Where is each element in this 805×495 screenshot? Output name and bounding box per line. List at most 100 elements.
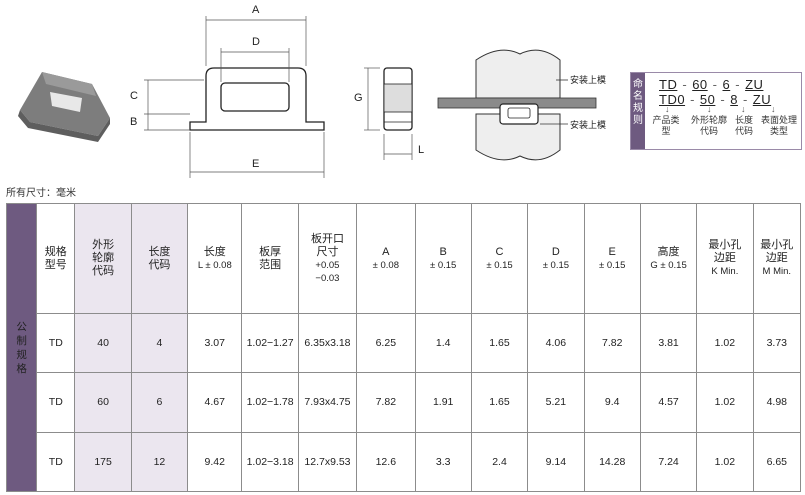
cell-e: 14.28	[583, 431, 641, 493]
dimension-l-label: L	[418, 144, 425, 156]
dimension-b-label: B	[130, 116, 138, 128]
cell-a: 12.6	[356, 431, 416, 493]
product-3d-render	[18, 72, 110, 142]
header-thickness-range: 板厚范围	[241, 203, 299, 314]
header-a: A± 0.08	[356, 203, 416, 314]
cell-b: 1.4	[414, 312, 472, 374]
cell-a: 7.82	[356, 372, 416, 433]
cell-c: 1.65	[470, 312, 529, 374]
header-e: E± 0.15	[583, 203, 641, 314]
lower-mold-label: 安装上模	[570, 120, 607, 130]
mold-section-view	[437, 49, 597, 161]
cell-c: 1.65	[470, 372, 529, 433]
code-product-type: TD0	[659, 92, 686, 107]
arrow-down-icon: ↓	[665, 104, 670, 114]
header-model: 规格型号	[36, 203, 76, 314]
cell-panel-opening: 12.7x9.53	[297, 431, 358, 493]
arrow-down-icon: ↓	[771, 104, 776, 114]
header-b: B± 0.15	[414, 203, 472, 314]
cell-length: 3.07	[187, 312, 243, 374]
dimension-c-label: C	[130, 90, 138, 102]
cell-profile-code: 60	[74, 372, 132, 433]
cell-model: TD	[36, 312, 76, 374]
cell-height-g: 7.24	[639, 431, 698, 493]
cell-e: 7.82	[583, 312, 641, 374]
arrow-down-icon: ↓	[741, 104, 746, 114]
cell-a: 6.25	[356, 312, 416, 374]
cell-e: 9.4	[583, 372, 641, 433]
side-label: 公制规格	[5, 203, 38, 492]
dimension-g-label: G	[354, 92, 363, 104]
naming-rule-tab: 命名规则	[631, 73, 645, 149]
code-profile: 50	[699, 92, 716, 107]
cell-length-code: 6	[130, 372, 189, 433]
cell-height-g: 3.81	[639, 312, 698, 374]
cell-min-edge-k: 1.02	[696, 431, 754, 493]
side-view-dimensions	[364, 67, 413, 160]
dimension-d-label: D	[252, 36, 260, 48]
cell-model: TD	[36, 372, 76, 433]
cell-b: 1.91	[414, 372, 472, 433]
upper-mold-label: 安装上模	[570, 75, 607, 85]
dimension-a-label: A	[252, 4, 260, 16]
cell-thickness-range: 1.02−1.27	[241, 312, 299, 374]
cell-min-edge-m: 4.98	[752, 372, 802, 433]
side-view	[383, 67, 413, 131]
table-row: TD 40 4 3.07 1.02−1.27 6.35x3.18 6.25 1.…	[7, 312, 802, 374]
units-note: 所有尺寸：毫米	[6, 188, 76, 199]
cell-min-edge-m: 6.65	[752, 431, 802, 493]
cell-d: 9.14	[527, 431, 585, 493]
cell-b: 3.3	[414, 431, 472, 493]
cell-c: 2.4	[470, 431, 529, 493]
cell-length: 9.42	[187, 431, 243, 493]
naming-rule-box: 命名规则 TD-60-6-ZU TD0-50-8-ZU ↓ ↓ ↓ ↓ 产品类型…	[630, 72, 802, 150]
cell-profile-code: 175	[74, 431, 132, 493]
naming-example-row-1: TD-60-6-ZU	[659, 77, 764, 92]
cell-height-g: 4.57	[639, 372, 698, 433]
cell-min-edge-m: 3.73	[752, 312, 802, 374]
cell-min-edge-k: 1.02	[696, 372, 754, 433]
header-c: C± 0.15	[470, 203, 529, 314]
technical-drawing-area: A D C B E G L 安装上模 安装上模	[0, 0, 805, 200]
arrow-down-icon: ↓	[707, 104, 712, 114]
header-length-code: 长度代码	[130, 203, 189, 314]
code-finish: ZU	[752, 92, 772, 107]
header-d: D± 0.15	[527, 203, 585, 314]
cell-thickness-range: 1.02−1.78	[241, 372, 299, 433]
cell-panel-opening: 7.93x4.75	[297, 372, 358, 433]
cell-profile-code: 40	[74, 312, 132, 374]
cell-panel-opening: 6.35x3.18	[297, 312, 358, 374]
naming-example-row-2: TD0-50-8-ZU	[659, 92, 772, 107]
cell-d: 4.06	[527, 312, 585, 374]
cell-thickness-range: 1.02−3.18	[241, 431, 299, 493]
legend-profile-code: 外形轮廓代码	[691, 115, 728, 136]
front-view-dimensions	[144, 16, 325, 178]
legend-product-type: 产品类型	[652, 115, 680, 136]
dimension-e-label: E	[252, 158, 260, 170]
technical-drawing	[18, 16, 597, 178]
table-row: TD 60 6 4.67 1.02−1.78 7.93x4.75 7.82 1.…	[7, 372, 802, 433]
code-length: 6	[722, 77, 731, 92]
front-view	[189, 67, 325, 131]
cell-min-edge-k: 1.02	[696, 312, 754, 374]
cell-model: TD	[36, 431, 76, 493]
header-profile-code: 外形轮廓代码	[74, 203, 132, 314]
cell-d: 5.21	[527, 372, 585, 433]
table-row: TD 175 12 9.42 1.02−3.18 12.7x9.53 12.6 …	[7, 431, 802, 493]
legend-length-code: 长度代码	[734, 115, 753, 136]
code-product-type: TD	[659, 77, 678, 92]
cell-length: 4.67	[187, 372, 243, 433]
header-panel-opening: 板开口尺寸+0.05 −0.03	[297, 203, 358, 314]
cell-length-code: 4	[130, 312, 189, 374]
cell-length-code: 12	[130, 431, 189, 493]
code-profile: 60	[692, 77, 708, 92]
code-length: 8	[730, 92, 738, 107]
legend-surface-finish: 表面处理类型	[761, 115, 798, 136]
code-finish: ZU	[745, 77, 764, 92]
